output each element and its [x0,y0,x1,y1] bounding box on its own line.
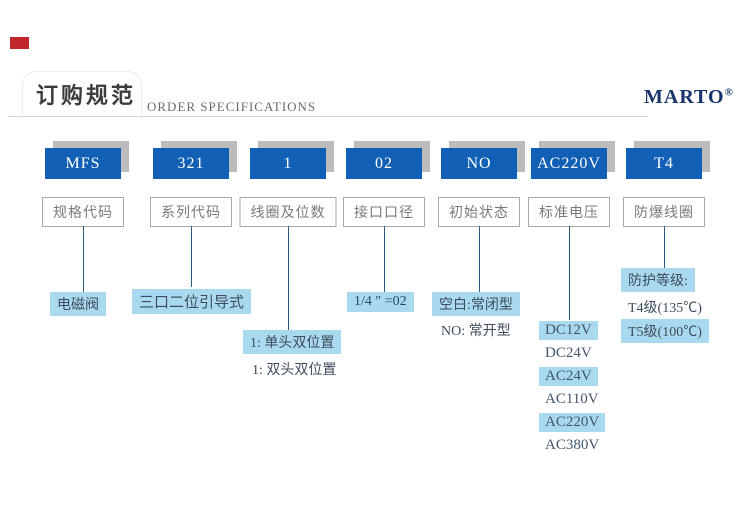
connector-line [288,226,289,330]
code-box-state: NO [441,148,517,179]
note-t4-class: T4级(135℃) [628,301,702,316]
label-box-voltage: 标准电压 [528,197,610,227]
note-solenoid-valve: 电磁阀 [50,292,106,316]
code-box-port: 02 [346,148,422,179]
header-divider [8,116,648,117]
voltage-item: DC24V [545,345,592,361]
connector-line [569,226,570,320]
label-box-coilclass: 防爆线圈 [623,197,705,227]
label-box-port: 接口口径 [343,197,425,227]
red-accent-bar [10,37,29,49]
connector-line [191,226,192,287]
page-title: 订购规范 [36,83,137,108]
voltage-item: AC110V [545,391,599,407]
code-box-spec: MFS [45,148,121,179]
connector-line [664,226,665,268]
voltage-item: AC24V [539,367,598,386]
label-box-state: 初始状态 [438,197,520,227]
note-normally-open: NO: 常开型 [441,324,511,339]
title-outline-decoration [22,71,142,116]
note-port-size: 1/4 ″ =02 [347,292,414,312]
brand-name: MARTO [644,86,725,108]
connector-line [83,226,84,292]
voltage-list: DC12V DC24V AC24V AC110V AC220V AC380V [539,321,606,459]
note-t5-class: T5级(100℃) [621,319,709,343]
connector-line [479,226,480,292]
registered-mark: ® [724,86,734,99]
voltage-item: DC12V [539,321,598,340]
voltage-item: AC220V [539,413,606,432]
page-subtitle: ORDER SPECIFICATIONS [147,99,317,114]
note-single-head: 1: 单头双位置 [243,330,342,354]
connector-line [384,226,385,292]
voltage-item: AC380V [545,437,600,453]
note-pilot-type: 三口二位引导式 [132,289,252,314]
note-double-head: 1: 双头双位置 [252,363,337,378]
label-box-spec: 规格代码 [42,197,124,227]
code-box-series: 321 [153,148,229,179]
code-box-voltage: AC220V [531,148,607,179]
note-normally-closed: 空白:常闭型 [432,292,520,316]
label-box-coil: 线圈及位数 [239,197,337,227]
label-box-series: 系列代码 [150,197,232,227]
code-box-coil: 1 [250,148,326,179]
note-protection-class: 防护等级: [621,268,695,292]
code-box-coilclass: T4 [626,148,702,179]
brand-logo: MARTO® [644,86,734,109]
